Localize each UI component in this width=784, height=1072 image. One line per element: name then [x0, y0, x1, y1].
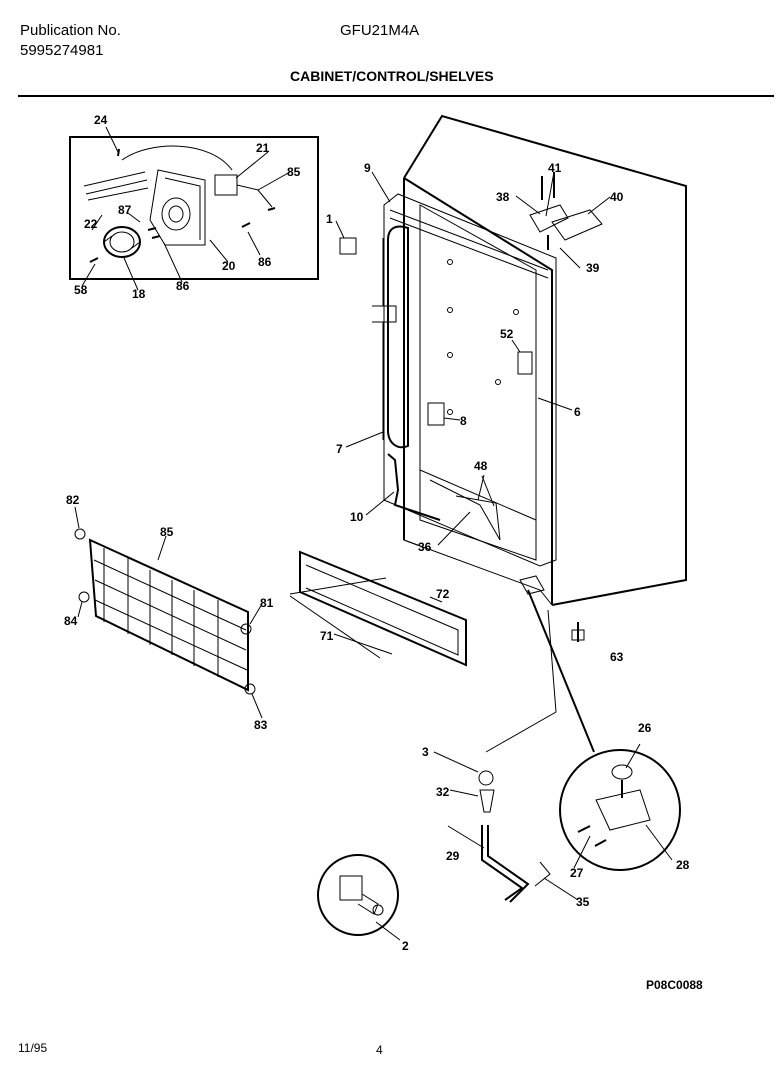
callout-86-upper: 86 — [258, 255, 272, 269]
callout-7: 7 — [336, 442, 343, 456]
callout-86-lower: 86 — [176, 279, 190, 293]
callout-58: 58 — [74, 283, 88, 297]
callout-85: 85 — [287, 165, 301, 179]
drain-fitting-detail — [317, 854, 401, 941]
callout-84: 84 — [64, 614, 78, 628]
callout-52: 52 — [500, 327, 514, 341]
callout-8: 8 — [460, 414, 467, 428]
hinge-detail — [527, 589, 681, 871]
publication-number: 5995274981 — [20, 42, 104, 59]
callout-38: 38 — [496, 190, 510, 204]
callout-39: 39 — [586, 261, 600, 275]
callout-20: 20 — [222, 259, 236, 273]
callout-32: 32 — [436, 785, 450, 799]
callout-22: 22 — [84, 217, 98, 231]
control-inset — [69, 126, 319, 291]
callout-28: 28 — [676, 858, 690, 872]
callout-3: 3 — [422, 745, 429, 759]
callout-81: 81 — [260, 596, 274, 610]
callout-85-grille: 85 — [160, 525, 174, 539]
callout-83: 83 — [254, 718, 268, 732]
callout-29: 29 — [446, 849, 460, 863]
cabinet-assembly — [335, 114, 687, 642]
header-divider — [18, 95, 774, 97]
callout-48: 48 — [474, 459, 488, 473]
callout-40: 40 — [610, 190, 624, 204]
callout-1: 1 — [326, 212, 333, 226]
callout-24: 24 — [94, 113, 108, 127]
publication-label: Publication No. — [20, 22, 121, 39]
callout-27: 27 — [570, 866, 584, 880]
callout-21: 21 — [256, 141, 270, 155]
callout-35: 35 — [576, 895, 590, 909]
page-title: CABINET/CONTROL/SHELVES — [290, 68, 494, 84]
toe-plate — [289, 550, 467, 667]
callout-36: 36 — [418, 540, 432, 554]
grille — [74, 506, 263, 719]
callout-10: 10 — [350, 510, 364, 524]
callout-2: 2 — [402, 939, 409, 953]
figure-code: P08C0088 — [646, 978, 703, 992]
callout-82: 82 — [66, 493, 80, 507]
page-number: 4 — [376, 1043, 383, 1057]
callout-labels: 24 21 85 22 87 20 86 58 18 86 9 41 38 40… — [64, 113, 690, 953]
callout-63: 63 — [610, 650, 624, 664]
callout-41: 41 — [548, 161, 562, 175]
callout-6: 6 — [574, 405, 581, 419]
revision-date: 11/95 — [18, 1041, 48, 1055]
callout-18: 18 — [132, 287, 146, 301]
callout-72: 72 — [436, 587, 450, 601]
model-number: GFU21M4A — [340, 22, 420, 39]
callout-87: 87 — [118, 203, 132, 217]
callout-26: 26 — [638, 721, 652, 735]
callout-71: 71 — [320, 629, 334, 643]
callout-9: 9 — [364, 161, 371, 175]
